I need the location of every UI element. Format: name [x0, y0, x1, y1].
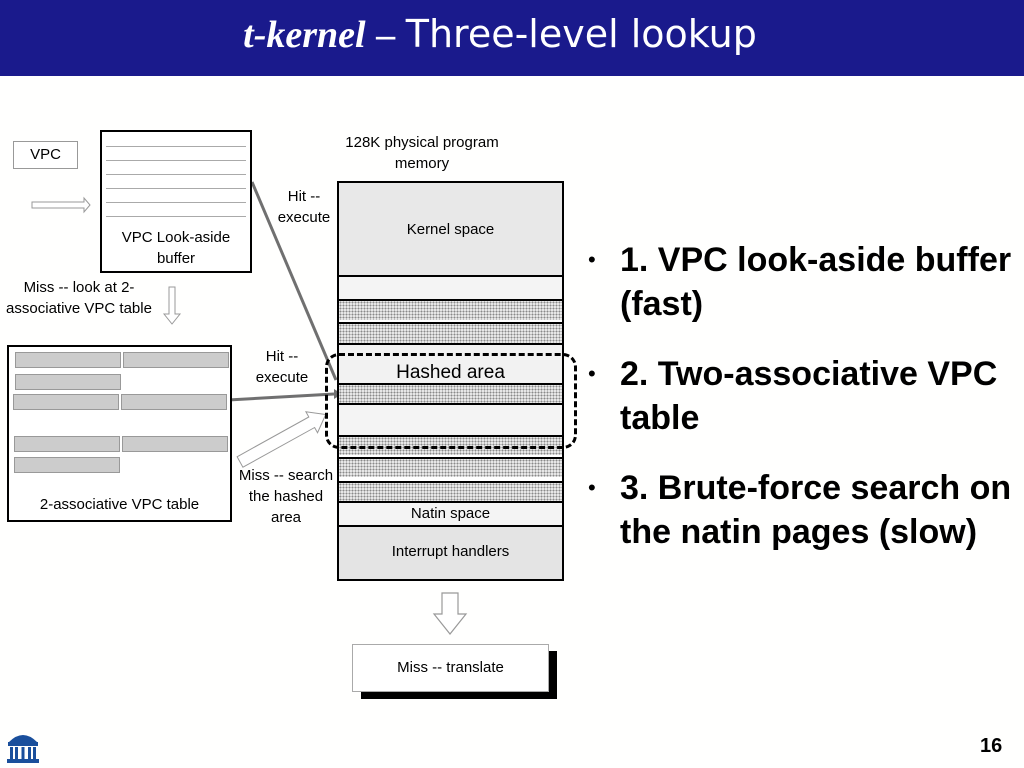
assoc-hit-line: [227, 392, 335, 402]
bullet-list: 1. VPC look-aside buffer (fast) 2. Two-a…: [588, 238, 1018, 580]
down-arrow-icon: [162, 286, 182, 325]
bullet-item: 2. Two-associative VPC table: [588, 352, 1018, 440]
blank-band: [339, 275, 562, 299]
lookaside-buffer: [100, 130, 252, 273]
blank-band: [339, 403, 562, 435]
kernel-space-band: [339, 183, 562, 275]
title-bar: [0, 0, 1024, 76]
assoc-slot: [14, 457, 120, 473]
interrupt-handlers-label: Interrupt handlers: [391, 543, 510, 560]
dotted-band: [339, 481, 562, 501]
program-memory: [337, 181, 564, 581]
rotunda-logo-icon: [7, 735, 39, 763]
hashed-area-label: Hashed area: [396, 362, 505, 383]
memory-title: 128K physical program memory: [345, 134, 499, 172]
assoc-slot: [123, 352, 229, 368]
dotted-band: [339, 457, 562, 477]
slide-title: t-kernel – Three-level lookup: [0, 12, 1000, 57]
title-dash: –: [376, 14, 396, 56]
hit-execute-label-1: Hit -- execute: [277, 188, 331, 226]
miss-lookaside-label: Miss -- look at 2-associative VPC table: [6, 279, 152, 317]
search-arrow-icon: [236, 411, 327, 468]
page-number: 16: [980, 735, 1003, 757]
miss-translate-box: [352, 644, 549, 692]
lookaside-hit-line: [250, 181, 338, 381]
bullet-item: 1. VPC look-aside buffer (fast): [588, 238, 1018, 326]
interrupt-band: [339, 525, 562, 579]
assoc-slot: [121, 394, 227, 410]
assoc-vpc-table: [7, 345, 232, 522]
title-rest: Three-level lookup: [405, 12, 757, 56]
assoc-slot: [13, 394, 119, 410]
title-italic: t-kernel: [243, 14, 366, 56]
dotted-band: [339, 383, 562, 403]
assoc-slot: [15, 374, 121, 390]
vpc-arrow-icon: [31, 196, 91, 214]
assoc-slot: [122, 436, 228, 452]
dotted-band: [339, 435, 562, 455]
assoc-slot: [15, 352, 121, 368]
bullet-item: 3. Brute-force search on the natin pages…: [588, 466, 1018, 554]
assoc-slot: [14, 436, 120, 452]
lookaside-label: VPC Look-aside buffer: [121, 229, 231, 267]
vpc-box: [13, 141, 78, 169]
natin-band: [339, 501, 562, 525]
hashed-band: [339, 343, 562, 383]
translate-arrow-icon: [432, 592, 468, 635]
natin-space-label: Natin space: [410, 505, 491, 522]
hit-execute-label-2: Hit -- execute: [255, 348, 309, 386]
dotted-band: [339, 322, 562, 343]
assoc-table-label: 2-associative VPC table: [39, 496, 200, 513]
kernel-space-label: Kernel space: [406, 221, 495, 238]
dotted-band: [339, 299, 562, 320]
hashed-area-outline: [325, 353, 577, 449]
miss-search-label: Miss -- search the hashed area: [238, 467, 334, 526]
vpc-label: VPC: [30, 146, 61, 163]
miss-translate-label: Miss -- translate: [397, 659, 504, 676]
